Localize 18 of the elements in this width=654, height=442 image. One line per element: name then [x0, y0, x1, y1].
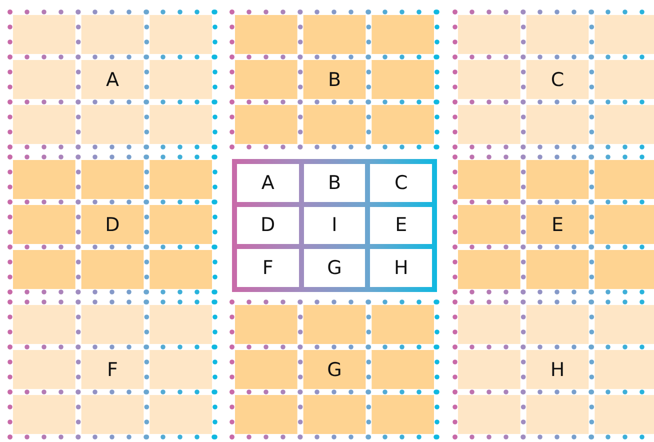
table-cell: C [370, 164, 432, 202]
grid-letter: C [550, 68, 564, 90]
letter-table [232, 159, 437, 292]
table-cell: H [370, 249, 432, 287]
grid-letter: A [106, 68, 119, 90]
grid-letter: B [328, 68, 342, 90]
grid-letter: E [551, 214, 564, 236]
grid-letter: G [327, 358, 342, 380]
table-cell: A [237, 164, 299, 202]
grid-letter: H [550, 358, 565, 380]
table-cell: I [304, 206, 366, 244]
grid-letter: D [105, 214, 120, 236]
table-cell: B [304, 164, 366, 202]
table-cell: D [237, 206, 299, 244]
grid-letter: F [107, 358, 118, 380]
table-cell: G [304, 249, 366, 287]
table-cell: F [237, 249, 299, 287]
table-cell: E [370, 206, 432, 244]
